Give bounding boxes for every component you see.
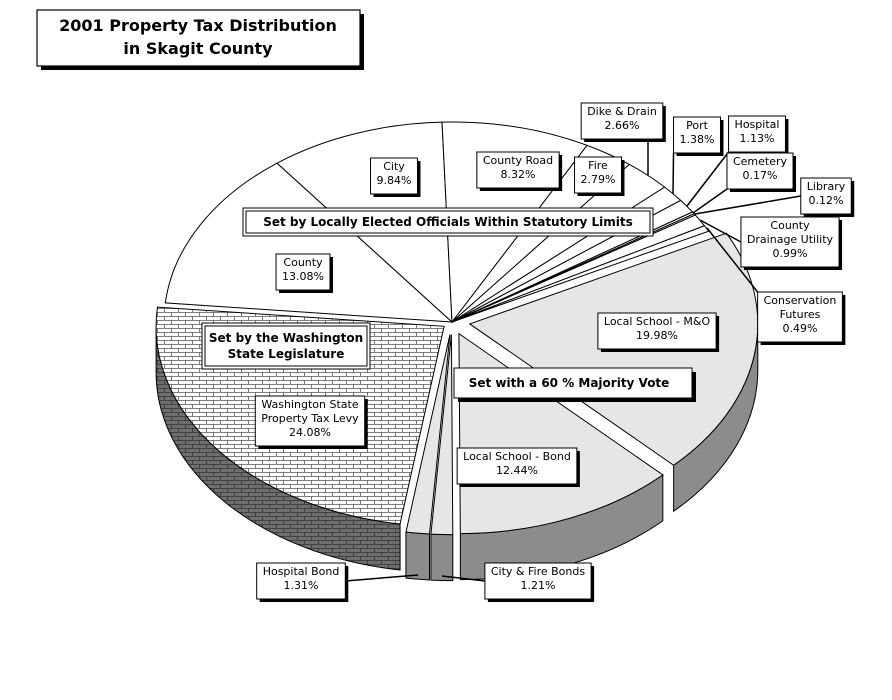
label-name-fire: Fire xyxy=(588,159,608,172)
chart-title-box: 2001 Property Tax Distribution in Skagit… xyxy=(36,9,364,70)
group-label-legislature-line2: State Legislature xyxy=(228,347,345,361)
leader-port xyxy=(672,152,675,195)
label-value-city-and-fire-bonds: 1.21% xyxy=(521,579,556,592)
label-name-conservation-futures: Futures xyxy=(780,308,821,321)
group-label-legislature: Set by the Washington State Legislature xyxy=(201,322,371,370)
group-label-majority-vote: Set with a 60 % Majority Vote xyxy=(453,367,696,402)
label-value-county-drainage-utility: 0.99% xyxy=(773,247,808,260)
group-label-legislature-line1: Set by the Washington xyxy=(209,331,363,345)
label-value-library: 0.12% xyxy=(809,194,844,207)
label-name-county-drainage-utility: Drainage Utility xyxy=(747,233,834,246)
label-name-conservation-futures: Conservation xyxy=(764,294,837,307)
label-value-fire: 2.79% xyxy=(581,173,616,186)
leader-conservation-futures xyxy=(706,227,759,293)
slice-hospital-bond xyxy=(405,334,451,535)
label-local-school-mando: Local School - M&O19.98% xyxy=(597,312,720,352)
label-value-city: 9.84% xyxy=(377,174,412,187)
label-name-county-drainage-utility: County xyxy=(770,219,810,232)
leader-county-drainage-utility xyxy=(699,219,742,243)
slice-side-hospital-bond xyxy=(405,531,430,581)
label-name-dike-and-drain: Dike & Drain xyxy=(587,105,657,118)
label-name-county: County xyxy=(283,256,323,269)
label-name-washington-state-property-tax-levy: Property Tax Levy xyxy=(261,412,359,425)
chart-subtitle: in Skagit County xyxy=(123,39,273,58)
label-name-city-and-fire-bonds: City & Fire Bonds xyxy=(491,565,585,578)
group-label-majority-vote-text: Set with a 60 % Majority Vote xyxy=(469,376,670,390)
slice-side-city-and-fire-bonds xyxy=(430,533,454,582)
label-name-local-school-bond: Local School - Bond xyxy=(463,450,571,463)
label-name-cemetery: Cemetery xyxy=(733,155,788,168)
label-name-hospital: Hospital xyxy=(735,118,780,131)
label-name-city: City xyxy=(383,160,405,173)
label-value-washington-state-property-tax-levy: 24.08% xyxy=(289,426,331,439)
label-value-cemetery: 0.17% xyxy=(743,169,778,182)
leader-city-and-fire-bonds xyxy=(441,575,485,582)
label-value-county-road: 8.32% xyxy=(501,168,536,181)
label-name-washington-state-property-tax-levy: Washington State xyxy=(261,398,358,411)
leader-hospital-bond xyxy=(345,574,419,582)
label-value-conservation-futures: 0.49% xyxy=(783,322,818,335)
label-value-county: 13.08% xyxy=(282,270,324,283)
label-name-county-road: County Road xyxy=(483,154,553,167)
slice-county xyxy=(164,162,454,323)
slice-labels: Local School - M&O19.98% Local School - B… xyxy=(254,102,855,602)
group-label-local: Set by Locally Elected Officials Within … xyxy=(242,207,654,237)
label-value-dike-and-drain: 2.66% xyxy=(605,119,640,132)
label-value-local-school-mando: 19.98% xyxy=(636,329,678,342)
label-value-local-school-bond: 12.44% xyxy=(496,464,538,477)
chart-title: 2001 Property Tax Distribution xyxy=(59,16,337,35)
label-value-port: 1.38% xyxy=(680,133,715,146)
slice-city-and-fire-bonds xyxy=(430,334,454,536)
leader-hospital xyxy=(686,151,730,207)
group-label-local-text: Set by Locally Elected Officials Within … xyxy=(263,215,633,229)
leader-library xyxy=(694,195,801,215)
label-name-port: Port xyxy=(686,119,708,132)
label-name-local-school-mando: Local School - M&O xyxy=(604,315,711,328)
label-value-hospital: 1.13% xyxy=(740,132,775,145)
leader-cemetery xyxy=(692,188,728,214)
label-name-library: Library xyxy=(807,180,846,193)
leader-lines xyxy=(345,139,801,582)
label-value-hospital-bond: 1.31% xyxy=(284,579,319,592)
label-name-hospital-bond: Hospital Bond xyxy=(263,565,340,578)
pie-sides xyxy=(155,323,759,582)
